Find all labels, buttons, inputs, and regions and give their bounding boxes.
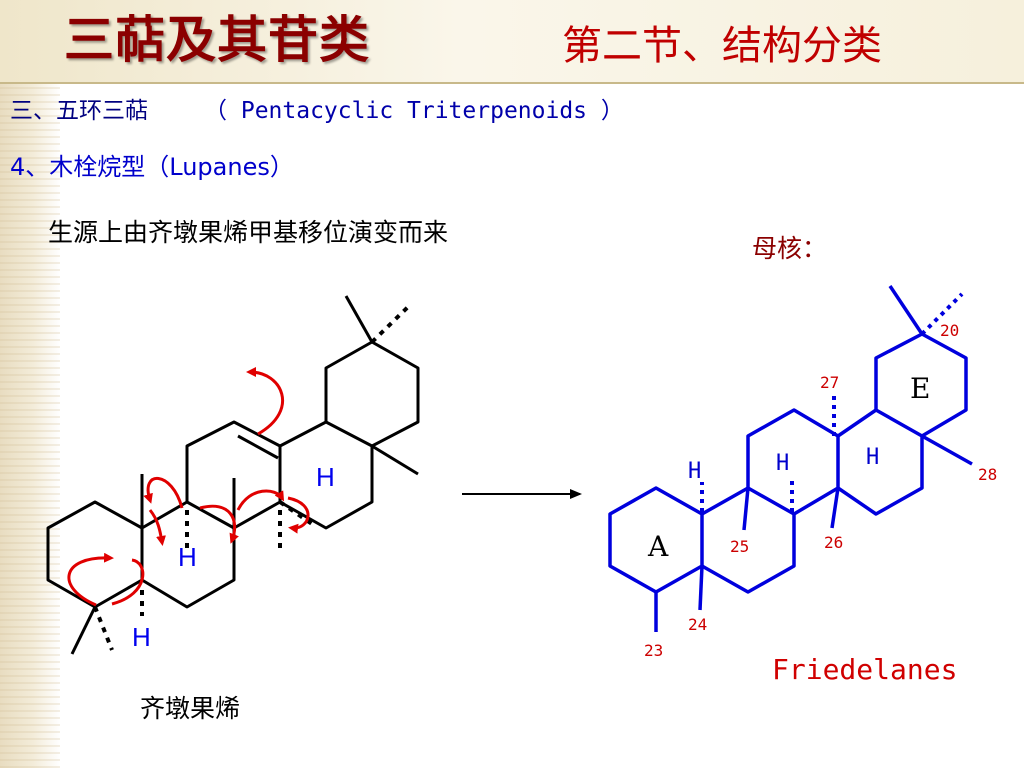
migration-arrows (67, 367, 310, 607)
friedelane-caption: Friedelanes (772, 653, 958, 686)
ring-label-a: A (647, 530, 669, 563)
h-atom-label: H (316, 462, 335, 492)
dashed-bonds-right (700, 292, 964, 512)
background-strip (0, 0, 60, 768)
oleanene-structure (46, 295, 420, 655)
carbon-number: 26 (824, 533, 843, 552)
section-heading: 三、五环三萜 （ Pentacyclic Triterpenoids ） (10, 94, 624, 128)
background-pattern (0, 0, 60, 768)
carbon-number: 27 (820, 373, 839, 392)
carbon-number: 28 (978, 465, 997, 484)
h-atom-label: H (132, 622, 151, 652)
carbon-number: 20 (940, 321, 959, 340)
h-atom-label: H (866, 445, 879, 470)
dashed-bonds-left (93, 303, 412, 651)
carbon-number: 25 (730, 537, 749, 556)
carbon-number: 24 (688, 615, 707, 634)
h-atom-label: H (688, 459, 701, 484)
section-title: 第二节、结构分类 (562, 23, 882, 69)
h-atom-label: H (178, 542, 197, 572)
parent-nucleus-label: 母核： (752, 234, 828, 263)
subsection-heading: 4、木栓烷型（Lupanes） (10, 153, 294, 181)
oleanene-caption: 齐墩果烯 (140, 694, 241, 723)
description-text: 生源上由齐墩果烯甲基移位演变而来 (48, 218, 449, 247)
carbon-number: 23 (644, 641, 663, 660)
title-bar: 三萜及其苷类 第二节、结构分类 (0, 0, 1024, 84)
friedelane-structure (608, 285, 973, 632)
ring-label-e: E (910, 372, 930, 405)
section-heading-zh: 三、五环三萜 (10, 98, 148, 124)
h-atom-label: H (776, 451, 789, 476)
section-heading-en: （ Pentacyclic Triterpenoids ） (204, 98, 624, 124)
page-title: 三萜及其苷类 (64, 10, 370, 69)
